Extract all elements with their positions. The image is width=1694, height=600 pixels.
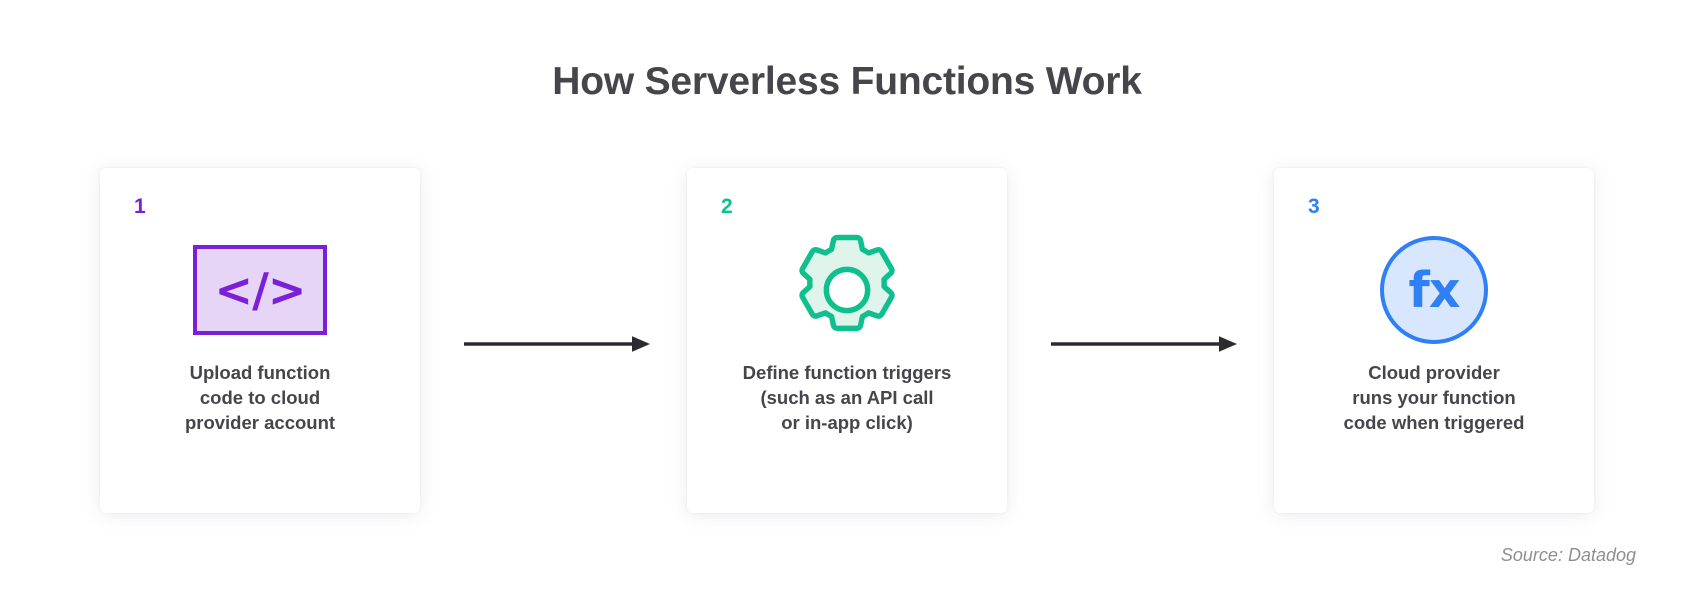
step-caption-line: Cloud provider [1368,362,1500,383]
step-caption-line: code when triggered [1343,412,1525,433]
gear-icon [799,234,895,332]
step-caption-line: or in-app click) [781,412,913,433]
code-brackets-icon: </> [193,245,327,335]
step-number-badge-3: 3 [1308,195,1320,218]
step-caption-line: provider account [184,412,336,433]
step-caption-1: Upload function code to cloud provider a… [100,360,420,435]
step-caption-line: runs your function [1352,387,1516,408]
step-caption-2: Define function triggers (such as an API… [687,360,1007,435]
step-caption-3: Cloud provider runs your function code w… [1274,360,1594,435]
step-caption-line: (such as an API call [760,387,934,408]
page-title: How Serverless Functions Work [552,60,1142,103]
step-icon-slot-3: fx [1274,230,1594,350]
step-card-3: 3 fx Cloud provider runs your function c… [1274,168,1594,513]
step-icon-slot-1: </> [100,230,420,350]
process-flow-row: 1 </> Upload function code to cloud prov… [0,168,1694,513]
arrow-step1-to-step2 [464,333,650,355]
step-icon-slot-2 [687,230,1007,350]
arrow-step2-to-step3 [1051,333,1237,355]
step-number-badge-1: 1 [134,195,146,218]
source-attribution: Source: Datadog [1500,545,1636,565]
step-caption-line: Upload function [189,362,331,383]
step-number-badge-2: 2 [721,195,733,218]
function-fx-icon: fx [1380,236,1488,344]
step-card-2: 2 Define function triggers (such as an A… [687,168,1007,513]
step-caption-line: Define function triggers [742,362,952,383]
step-card-1: 1 </> Upload function code to cloud prov… [100,168,420,513]
step-caption-line: code to cloud [199,387,321,408]
